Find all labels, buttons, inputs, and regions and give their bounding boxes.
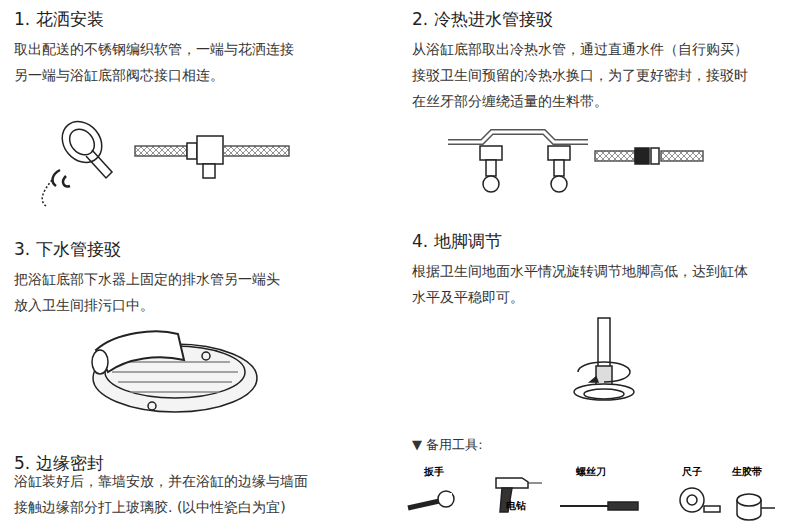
step-text: 把浴缸底部下水器上固定的排水管另一端头 放入卫生间排污口中。 <box>14 266 292 318</box>
step-heading: 1. 花洒安装 <box>14 6 314 32</box>
shower-illustration <box>42 114 289 206</box>
tool-label: 尺子 <box>682 466 702 478</box>
step-text: 从浴缸底部取出冷热水管，通过直通水件（自行购买） 接驳卫生间预留的冷热水换口，为… <box>412 36 762 114</box>
tool-label: 螺丝刀 <box>576 466 606 478</box>
step-heading: 2. 冷热进水管接驳 <box>412 6 772 32</box>
foot-illustration <box>574 318 634 400</box>
drain-illustration <box>92 331 257 412</box>
step-heading: 3. 下水管接驳 <box>14 236 314 262</box>
step-heading: 4. 地脚调节 <box>412 228 772 254</box>
step-heading: 5. 边缘密封 <box>14 450 314 476</box>
tool-label: 生胶带 <box>732 466 762 478</box>
tool-label: 电钻 <box>506 500 526 512</box>
tools-illustration <box>408 478 775 520</box>
tools-heading: ▼ 备用工具: <box>412 432 612 458</box>
step-text: 浴缸装好后，靠墙安放，并在浴缸的边缘与墙面 接触边缘部分打上玻璃胶. (以中性瓷… <box>14 468 322 520</box>
tool-label: 扳手 <box>424 466 444 478</box>
step-text: 根据卫生间地面水平情况旋转调节地脚高低，达到缸体 水平及平稳即可。 <box>412 258 762 310</box>
step-text: 取出配送的不锈钢编织软管，一端与花洒连接 另一端与浴缸底部阀芯接口相连。 <box>14 36 306 88</box>
water-pipe-illustration <box>448 132 703 192</box>
